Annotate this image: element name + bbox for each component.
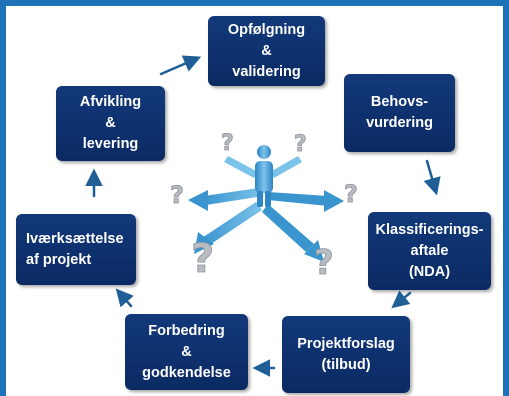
step-projektforslag: Projektforslag (tilbud): [282, 316, 410, 393]
step-line: levering: [82, 136, 139, 152]
step-line: Klassificerings-: [375, 221, 484, 238]
svg-text:?: ?: [294, 132, 307, 157]
step-forbedring: Forbedring & godkendelse: [125, 314, 248, 390]
step-afvikling: Afvikling & levering: [56, 86, 165, 161]
step-line: &: [181, 343, 192, 360]
arrow-behov-to-klassificering: [423, 159, 441, 196]
step-line: Afvikling: [79, 94, 142, 110]
step-line: vurdering: [366, 115, 433, 131]
step-line: validering: [232, 63, 301, 80]
diagram-graphics: ? ? ? ? ? ?: [85, 55, 441, 377]
svg-text:?: ?: [221, 131, 234, 156]
step-line: Forbedring: [148, 322, 225, 339]
ray-upper-left: [224, 156, 258, 178]
step-opfoelgning: Opfølgning & validering: [208, 16, 325, 86]
step-line: &: [261, 42, 272, 59]
step-line: af projekt: [26, 251, 92, 268]
ray-right: [268, 192, 328, 206]
ray-lower-right: [262, 204, 314, 252]
step-line: (tilbud): [321, 356, 371, 373]
step-line: Iværksættelse: [26, 230, 124, 247]
question-mark-icon: ? ? ? ? ? ?: [170, 131, 359, 284]
person-icon: [255, 145, 273, 207]
step-line: Opfølgning: [227, 21, 306, 38]
step-line: godkendelse: [142, 364, 231, 381]
arrow-forbedring-to-ivaerksaettelse: [115, 288, 134, 308]
center-illustration: ? ? ? ? ? ?: [170, 131, 359, 284]
cycle-arrows: [85, 55, 441, 377]
step-klassificeringsaftale: Klassificerings- aftale (NDA): [368, 212, 491, 290]
step-line: &: [105, 115, 116, 131]
step-line: Projektforslag: [297, 335, 395, 352]
step-line: (NDA): [408, 263, 451, 280]
svg-text:?: ?: [344, 180, 358, 208]
step-behovsvurdering: Behovs- vurdering: [344, 74, 455, 152]
ray-left: [204, 188, 264, 205]
svg-text:?: ?: [170, 181, 184, 209]
step-line: aftale: [410, 242, 449, 259]
arrow-afvikling-to-opfoelgning: [159, 55, 202, 76]
step-ivaerksaettelse: Iværksættelse af projekt: [16, 214, 136, 285]
ray-lower-left: [202, 202, 262, 246]
arrow-klassificering-to-projektforslag: [391, 290, 412, 309]
svg-text:?: ?: [191, 236, 214, 282]
ray-upper-right: [270, 156, 302, 178]
svg-text:?: ?: [314, 243, 334, 283]
step-line: Behovs-: [370, 94, 429, 110]
